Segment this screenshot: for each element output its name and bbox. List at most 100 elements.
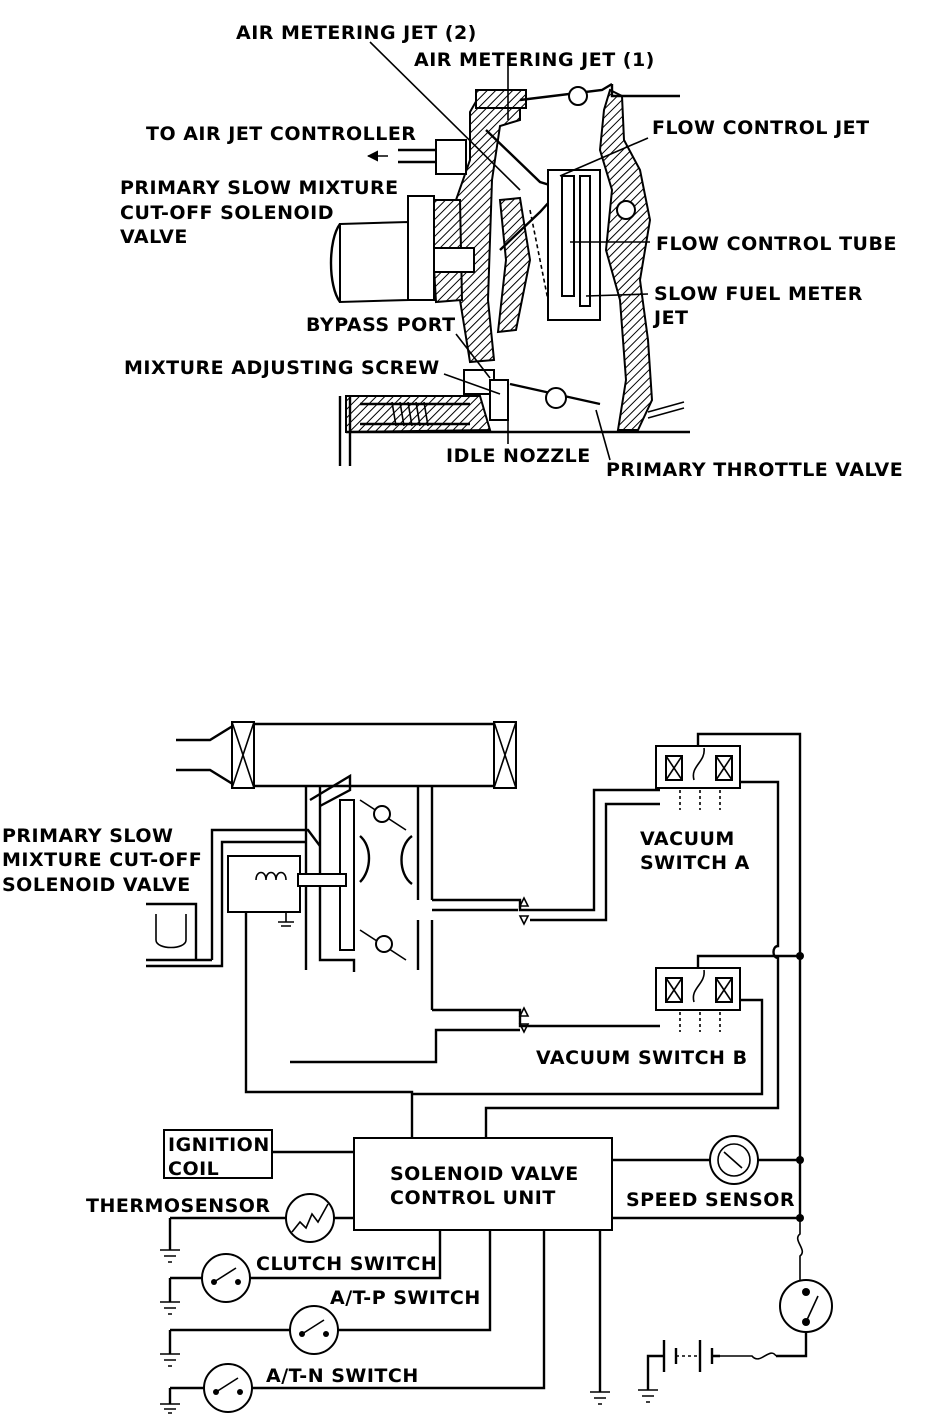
vacuum-switch-a-x2 bbox=[715, 755, 733, 781]
label-solenoid-1: PRIMARY SLOW bbox=[2, 825, 173, 847]
air-filter-left-x bbox=[231, 721, 255, 789]
fuse-lower-icon bbox=[720, 1352, 777, 1360]
check-valve-b bbox=[518, 1006, 530, 1034]
passage-dashed bbox=[529, 209, 549, 301]
air-filter-right-x bbox=[493, 721, 517, 789]
air-jet-fitting bbox=[435, 139, 467, 175]
carburetor-body-right-wall bbox=[598, 88, 654, 431]
float-pivot bbox=[616, 200, 636, 220]
vacuum-switch-b-diaphragm bbox=[692, 969, 705, 1003]
vacuum-switch-b-x2 bbox=[715, 977, 733, 1003]
clutch-ground-icon bbox=[160, 1301, 180, 1315]
vacuum-switch-b-x1 bbox=[665, 977, 683, 1003]
vacuum-line-a-upper bbox=[432, 802, 660, 922]
solenoid-valve-body bbox=[227, 855, 301, 913]
leader-mixture-screw bbox=[443, 373, 501, 395]
leader-flow-control-jet bbox=[559, 137, 649, 177]
label-air-metering-jet-1: AIR METERING JET (1) bbox=[414, 49, 655, 71]
label-control-unit-1: SOLENOID VALVE bbox=[390, 1163, 579, 1185]
label-solenoid-3: SOLENOID VALVE bbox=[2, 874, 191, 896]
leader-slow-fuel-jet bbox=[585, 293, 649, 297]
speed-sensor-inner bbox=[717, 1143, 751, 1177]
label-mixture-adjusting-screw: MIXTURE ADJUSTING SCREW bbox=[124, 357, 440, 379]
label-atp-switch: A/T-P SWITCH bbox=[330, 1287, 481, 1309]
carburetor-section: AIR METERING JET (2) AIR METERING JET (1… bbox=[120, 22, 903, 481]
solenoid-ground-icon bbox=[278, 912, 294, 927]
ignition-switch-contact-1 bbox=[802, 1288, 810, 1296]
mixture-screw-spring bbox=[391, 401, 429, 427]
label-thermosensor: THERMOSENSOR bbox=[86, 1195, 271, 1217]
carb-venturi-top bbox=[309, 773, 352, 808]
label-vacuum-switch-a-1: VACUUM bbox=[640, 828, 735, 850]
label-bypass-port: BYPASS PORT bbox=[306, 314, 456, 336]
atn-ground-icon bbox=[160, 1403, 180, 1414]
solenoid-plunger-rod bbox=[297, 873, 347, 887]
wire-battery-positive bbox=[776, 1332, 808, 1358]
fuel-line-outer bbox=[210, 828, 321, 960]
check-valve-a bbox=[518, 896, 530, 926]
label-primary-throttle-valve: PRIMARY THROTTLE VALVE bbox=[606, 459, 903, 481]
fuel-bowl-float bbox=[155, 914, 187, 949]
throttle-linkage bbox=[647, 401, 685, 419]
label-clutch-switch: CLUTCH SWITCH bbox=[256, 1253, 437, 1275]
circuit-section: SOLENOID VALVE CONTROL UNIT IGNITION COI… bbox=[2, 721, 833, 1414]
atn-contact-2 bbox=[237, 1389, 243, 1395]
leader-throttle-valve bbox=[595, 409, 611, 461]
carburetor-body-left-wall bbox=[454, 94, 521, 364]
throttle-lower-shaft bbox=[375, 935, 393, 953]
throttle-shaft bbox=[545, 387, 567, 409]
thermosensor-ground-icon bbox=[160, 1249, 180, 1263]
fuel-bowl-line bbox=[146, 958, 224, 968]
vacuum-switch-a-x1 bbox=[665, 755, 683, 781]
battery-ground-icon bbox=[638, 1389, 658, 1403]
wire-vsa-to-power bbox=[696, 732, 802, 1160]
intake-top-wall bbox=[176, 722, 516, 742]
carb-venturi-curve bbox=[359, 835, 371, 883]
atn-switch-icon bbox=[203, 1363, 253, 1413]
fuel-line-inner bbox=[220, 840, 306, 960]
atp-contact-2 bbox=[323, 1331, 329, 1337]
atn-lever bbox=[215, 1377, 239, 1393]
label-ignition-coil-2: COIL bbox=[168, 1158, 219, 1180]
vacuum-switch-a-diaphragm bbox=[692, 747, 705, 781]
label-idle-nozzle: IDLE NOZZLE bbox=[446, 445, 591, 467]
carburetor-top-rail bbox=[519, 82, 613, 102]
label-primary-slow-mixture-2: CUT-OFF SOLENOID bbox=[120, 202, 334, 224]
clutch-contact-2 bbox=[235, 1279, 241, 1285]
label-atn-switch: A/T-N SWITCH bbox=[266, 1365, 419, 1387]
atp-ground-icon bbox=[160, 1353, 180, 1367]
ignition-coil-box bbox=[163, 1129, 273, 1179]
wire-clutch-switch bbox=[170, 1230, 442, 1280]
wire-atn-switch bbox=[170, 1230, 546, 1390]
vacuum-switch-a-dash bbox=[679, 790, 721, 810]
solenoid-coil-icon bbox=[255, 871, 287, 881]
top-pivot bbox=[568, 86, 588, 106]
solenoid-plunger bbox=[433, 247, 475, 273]
leader-air-jet-2 bbox=[369, 41, 521, 191]
fuse-upper-icon bbox=[796, 1218, 804, 1280]
carb-right-curve bbox=[400, 835, 413, 885]
label-control-unit-2: CONTROL UNIT bbox=[390, 1187, 556, 1209]
idle-nozzle-shape bbox=[489, 379, 509, 421]
vacuum-switch-b-dash bbox=[679, 1012, 721, 1032]
fuel-bowl-wall bbox=[146, 902, 198, 960]
label-speed-sensor: SPEED SENSOR bbox=[626, 1189, 795, 1211]
label-flow-control-tube: FLOW CONTROL TUBE bbox=[656, 233, 897, 255]
label-air-metering-jet-2: AIR METERING JET (2) bbox=[236, 22, 477, 44]
wire-vsa-to-unit bbox=[484, 780, 780, 1138]
slow-fuel-jet-shape bbox=[579, 175, 591, 307]
label-solenoid-2: MIXTURE CUT-OFF bbox=[2, 849, 202, 871]
carb-right-wall-bottom bbox=[416, 920, 434, 1010]
speed-sensor-needle bbox=[723, 1151, 743, 1169]
ignition-switch-lever bbox=[805, 1295, 819, 1323]
vacuum-line-b-upper bbox=[290, 1028, 520, 1064]
label-slow-fuel-meter-1: SLOW FUEL METER bbox=[654, 283, 863, 305]
throttle-upper-shaft bbox=[373, 805, 391, 823]
wire-vsb-to-unit bbox=[412, 998, 764, 1096]
vacuum-line-a-lower bbox=[432, 788, 660, 912]
carburetor-left-stud bbox=[338, 396, 352, 466]
mixture-screw-body bbox=[360, 402, 470, 426]
atp-switch-icon bbox=[289, 1305, 339, 1355]
atp-lever bbox=[301, 1319, 325, 1335]
